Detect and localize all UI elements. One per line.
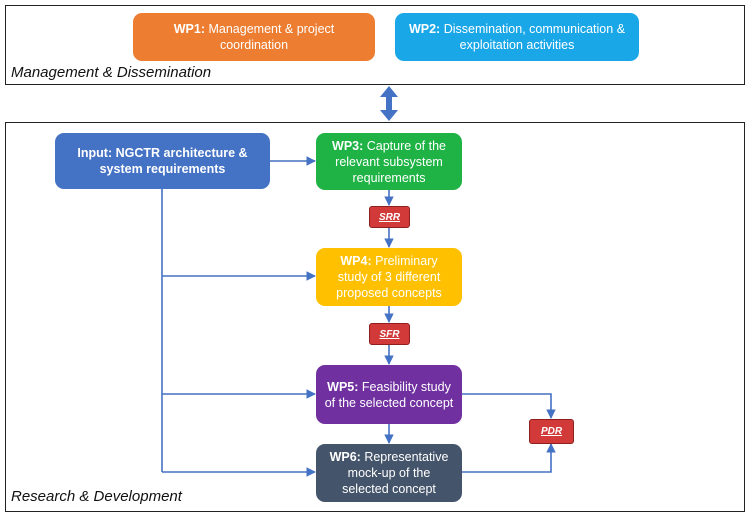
srr-milestone: SRR bbox=[369, 206, 410, 228]
sfr-milestone: SFR bbox=[369, 323, 410, 345]
wp3-id: WP3: bbox=[332, 138, 364, 153]
wp6-id: WP6: bbox=[329, 450, 361, 464]
research-panel-label: Research & Development bbox=[11, 488, 182, 505]
wp3-text: Capture of the relevant subsystem requir… bbox=[335, 138, 446, 185]
input-text: NGCTR architecture & system requirements bbox=[99, 146, 248, 176]
input-id: Input: bbox=[77, 146, 113, 160]
wp4-id: WP4: bbox=[340, 254, 372, 268]
wp5-id: WP5: bbox=[327, 379, 359, 394]
input-box: Input: NGCTR architecture & system requi… bbox=[55, 133, 270, 189]
wp6-box: WP6: Representative mock-up of the selec… bbox=[316, 444, 462, 502]
management-panel-label: Management & Dissemination bbox=[11, 64, 212, 81]
wp1-id: WP1: bbox=[173, 22, 205, 36]
wp5-box: WP5: Feasibility study of the selected c… bbox=[316, 365, 462, 424]
wp4-box: WP4: Preliminary study of 3 different pr… bbox=[316, 248, 462, 306]
wp2-text: Dissemination, communication & exploitat… bbox=[443, 22, 626, 52]
panels-double-arrow bbox=[380, 86, 398, 121]
wp1-box: WP1: Management & project coordination bbox=[133, 13, 375, 61]
wp2-id: WP2: bbox=[408, 22, 441, 36]
wp3-box: WP3: Capture of the relevant subsystem r… bbox=[316, 133, 462, 190]
wp4-text: Preliminary study of 3 different propose… bbox=[336, 254, 442, 300]
arrow-wp5-to-pdr bbox=[462, 393, 556, 419]
wp6-text: Representative mock-up of the selected c… bbox=[342, 450, 449, 496]
wp2-box: WP2: Dissemination, communication & expl… bbox=[395, 13, 639, 61]
wp1-text: Management & project coordination bbox=[208, 22, 335, 52]
pdr-milestone: PDR bbox=[529, 419, 574, 444]
arrow-wp6-to-pdr bbox=[462, 443, 556, 473]
wp5-text: Feasibility study of the selected concep… bbox=[324, 379, 454, 410]
